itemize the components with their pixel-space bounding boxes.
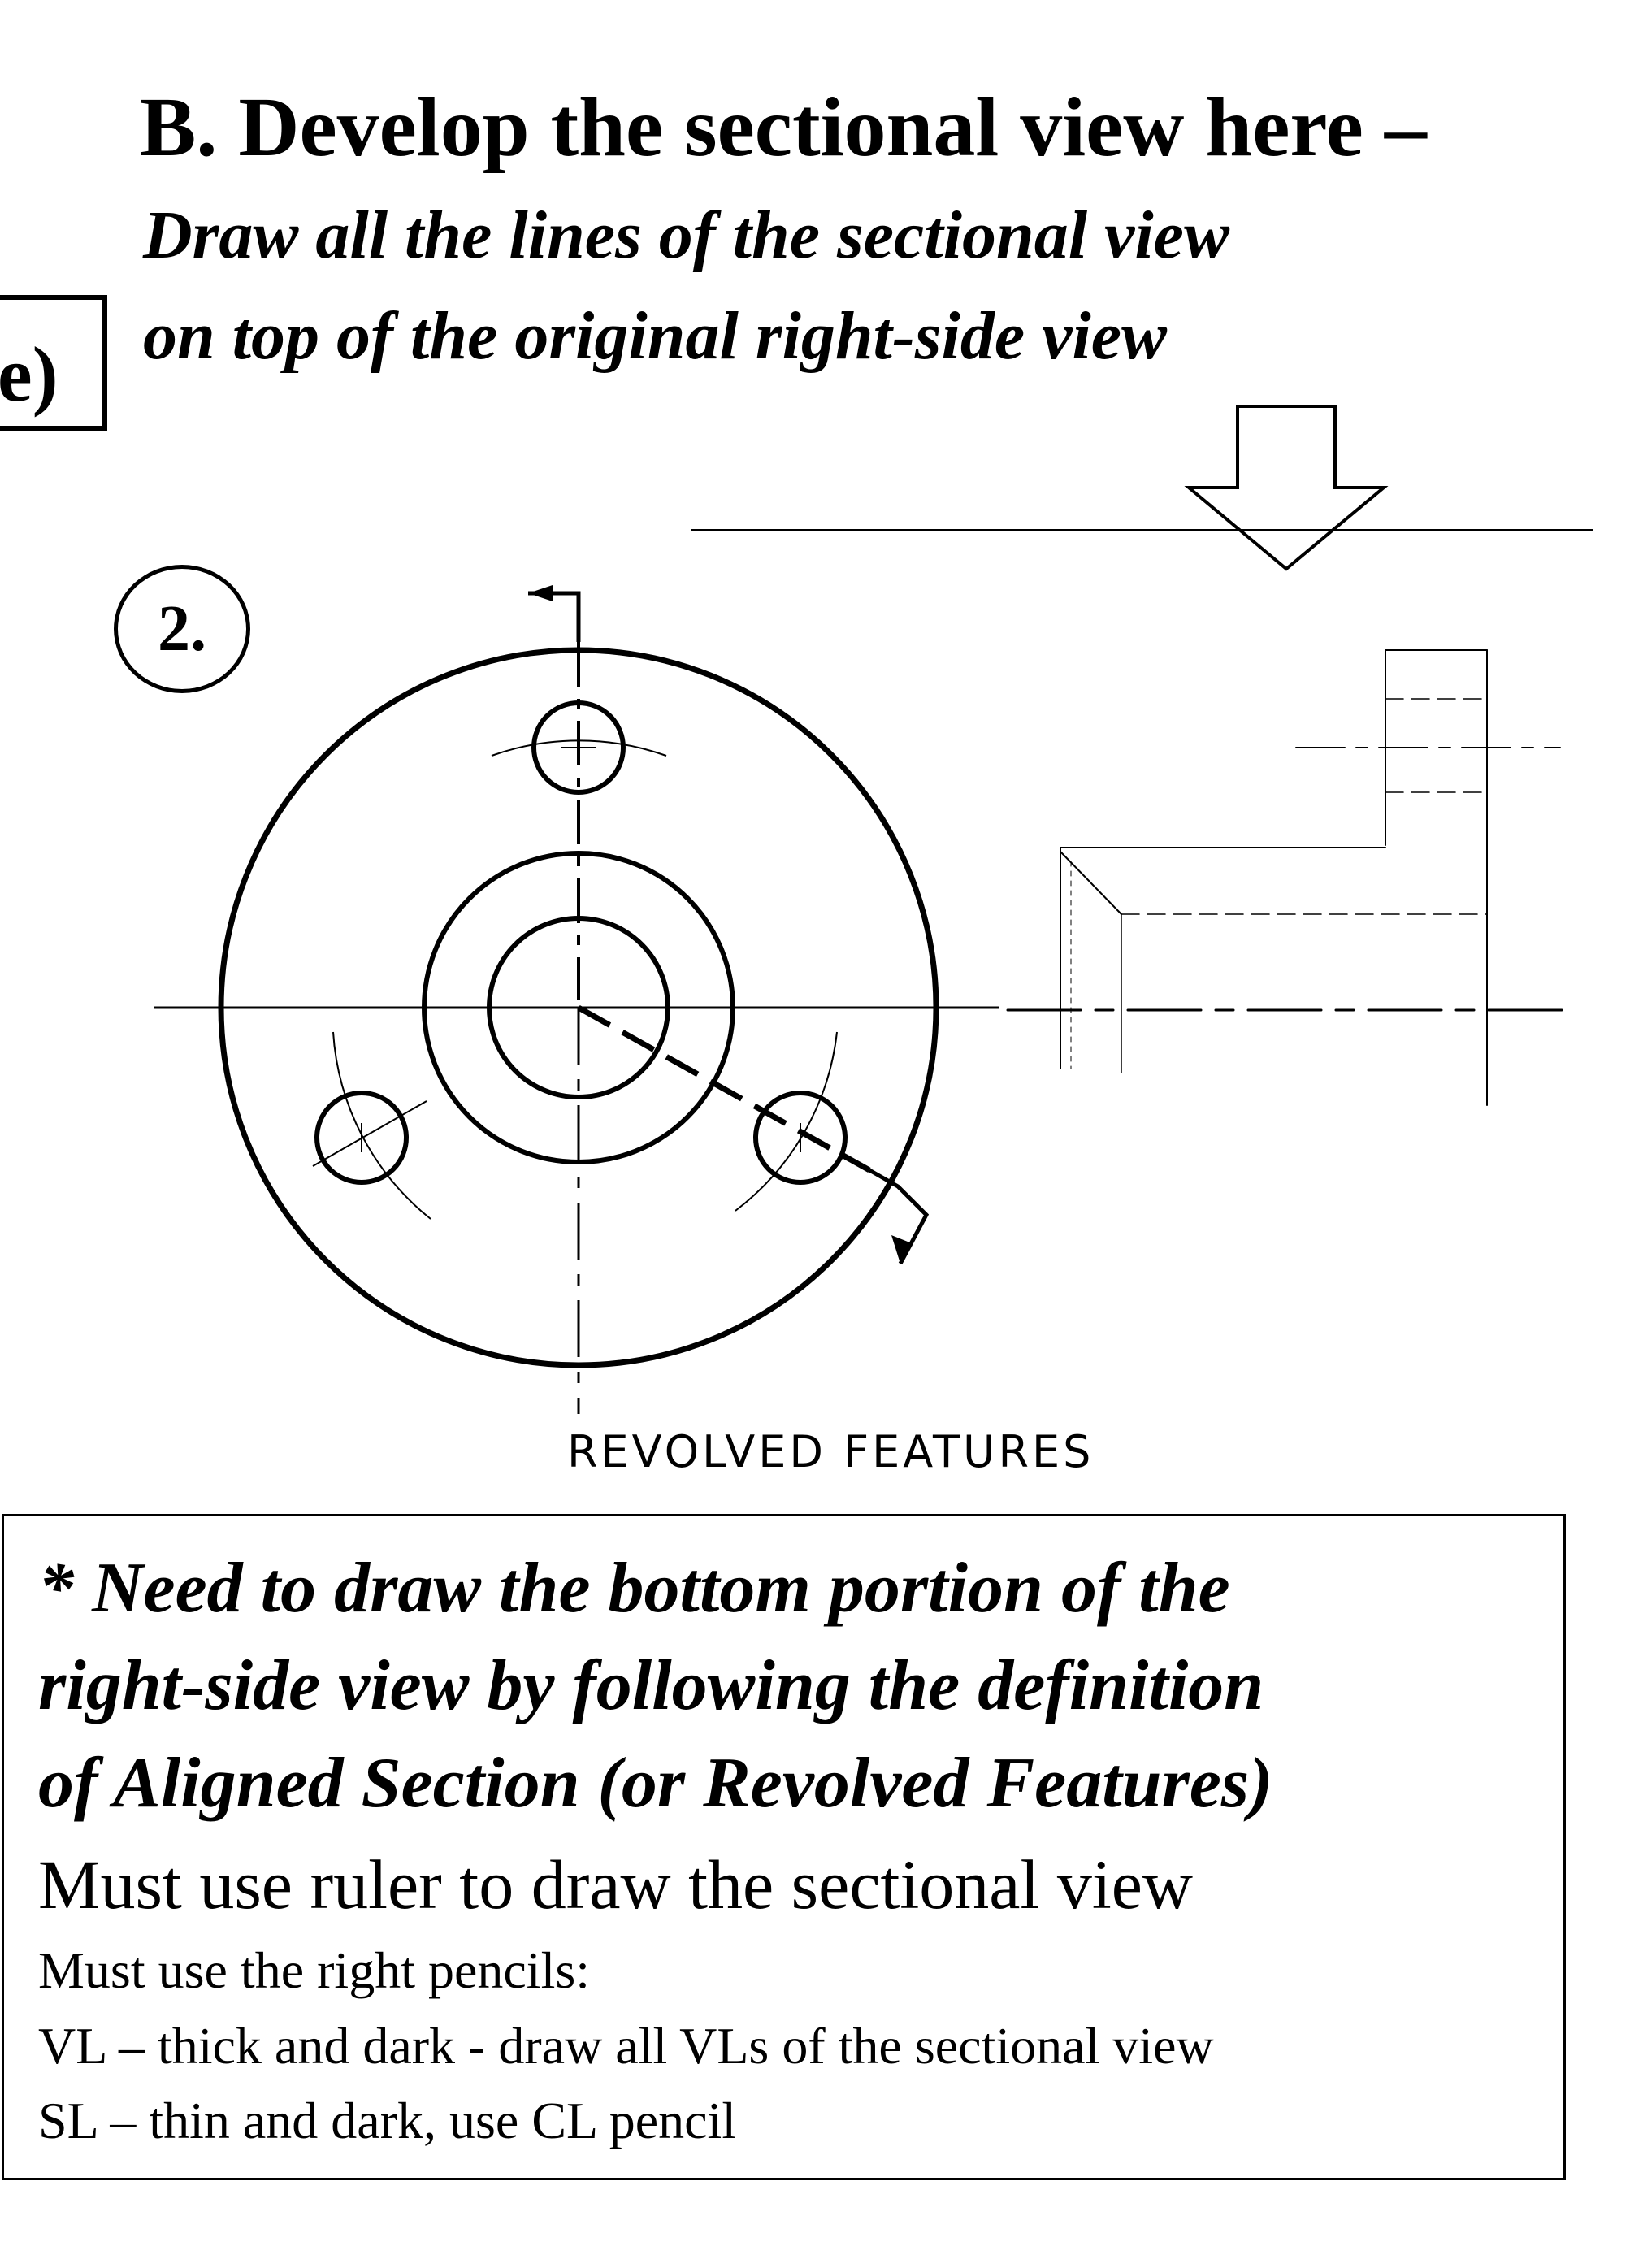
instructions-box: * Need to draw the bottom portion of the…: [2, 1514, 1566, 2180]
cutting-plane-line: [528, 585, 930, 1414]
part-label-text: e): [0, 331, 59, 418]
emphasis-line-2: right-side view by following the definit…: [38, 1646, 1264, 1725]
ruler-instruction: Must use ruler to draw the sectional vie…: [38, 1845, 1194, 1923]
part-label-box: e): [0, 295, 107, 431]
section-heading: B. Develop the sectional view here –: [140, 80, 1427, 174]
pencil-rule-vl: VL – thick and dark - draw all VLs of th…: [38, 2017, 1214, 2075]
problem-number-badge: 2.: [114, 565, 250, 693]
emphasis-line-3: of Aligned Section (or Revolved Features…: [38, 1744, 1273, 1823]
instruction-line-1: Draw all the lines of the sectional view: [143, 197, 1229, 273]
pencil-rule-sl: SL – thin and dark, use CL pencil: [38, 2092, 737, 2149]
viewing-direction-arrow: [1184, 405, 1389, 571]
front-view: [218, 647, 939, 1368]
instruction-line-2: on top of the original right-side view: [143, 298, 1168, 374]
pencils-intro: Must use the right pencils:: [38, 1941, 591, 1999]
figure-caption: REVOLVED FEATURES: [567, 1426, 1095, 1477]
right-side-view: [1006, 649, 1570, 1106]
emphasis-line-1: * Need to draw the bottom portion of the: [38, 1549, 1230, 1628]
